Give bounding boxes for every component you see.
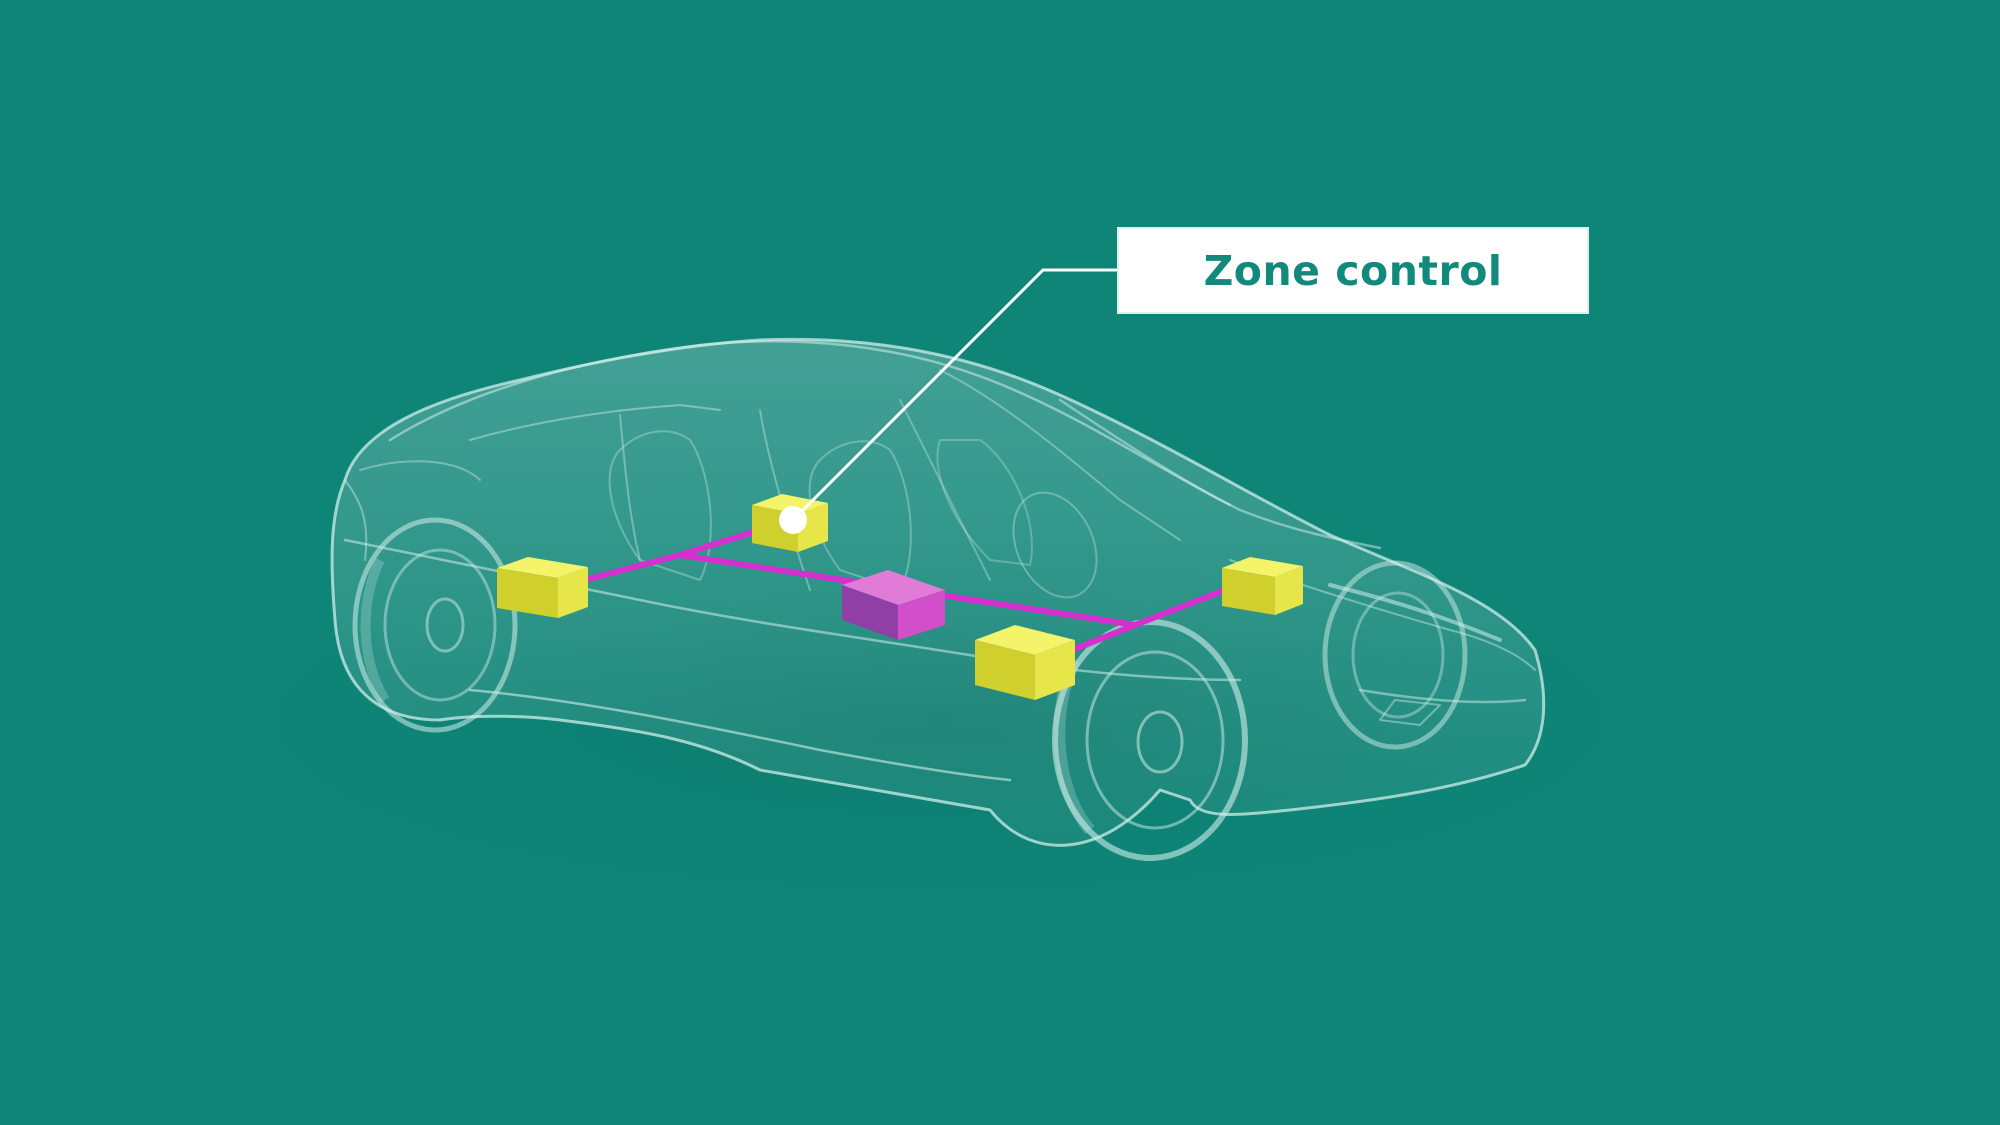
central-computer: [842, 570, 945, 640]
rear-wheel: [352, 517, 518, 733]
front-wheel-far: [1322, 560, 1468, 750]
callout-box: Zone control: [1117, 227, 1589, 314]
callout-leader-line: [791, 268, 1117, 522]
link-center-to-zone: [677, 527, 763, 558]
zone-module-front-left: [975, 625, 1075, 700]
link-rear-to-center: [582, 552, 683, 583]
callout-anchor-dot: [779, 506, 807, 534]
link-to-front-right: [1132, 587, 1228, 628]
callout-label: Zone control: [1203, 246, 1503, 295]
zone-module-front-right: [1222, 557, 1303, 615]
zone-module-rear-left: [497, 557, 588, 618]
